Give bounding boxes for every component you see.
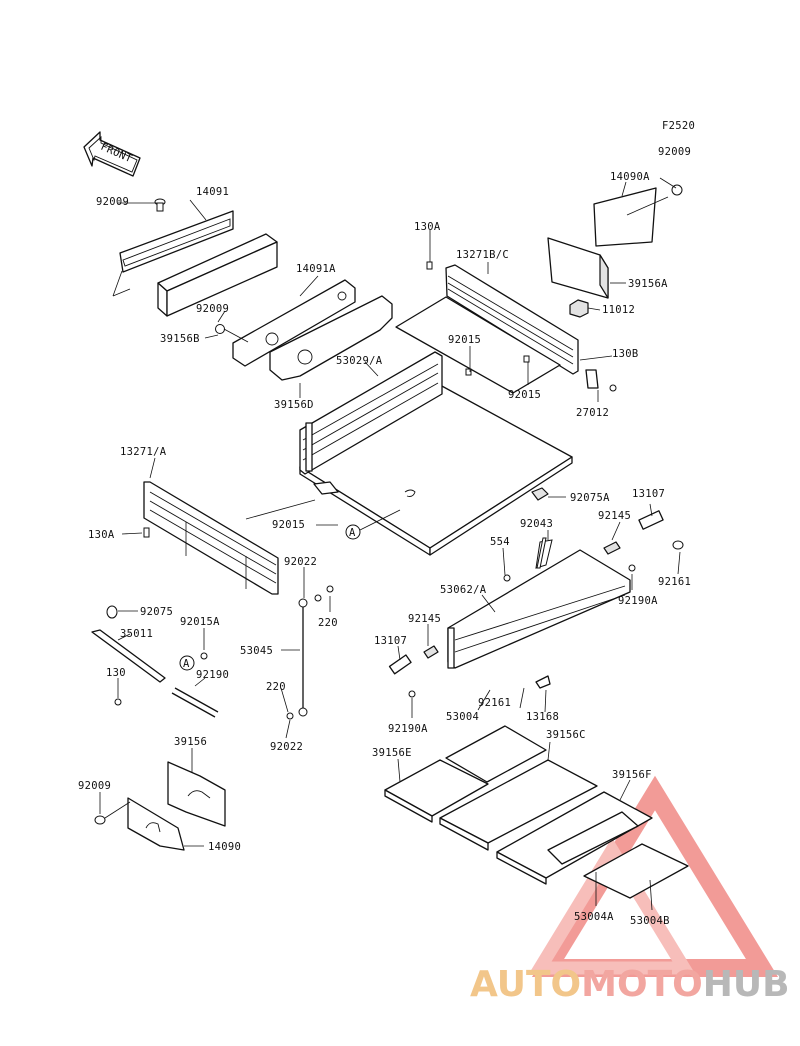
part-label: 92009 bbox=[96, 196, 129, 208]
part-label: 39156B bbox=[160, 333, 200, 345]
bolt-92009-mid bbox=[215, 324, 249, 343]
circle-marker-A-mid: A bbox=[345, 524, 361, 540]
part-label: 92145 bbox=[408, 613, 441, 625]
part-label: 11012 bbox=[602, 304, 635, 316]
part-label: 39156F bbox=[612, 769, 652, 781]
part-label: 130A bbox=[414, 221, 441, 233]
pad-39156-bottom bbox=[167, 761, 226, 827]
part-label: 130A bbox=[88, 529, 115, 541]
watermark-part-2: MOTO bbox=[581, 964, 703, 1005]
part-label: 53004B bbox=[630, 915, 670, 927]
watermark-part-3: HUB bbox=[703, 964, 790, 1005]
part-label: 92190 bbox=[196, 669, 229, 681]
watermark-part-1: AUTO bbox=[470, 964, 581, 1005]
circle-marker-A-left: A bbox=[179, 655, 195, 671]
part-label: 554 bbox=[490, 536, 510, 548]
part-label: 35011 bbox=[120, 628, 153, 640]
part-label: 92161 bbox=[478, 697, 511, 709]
part-label: 53062/A bbox=[440, 584, 487, 596]
mat-39156F bbox=[496, 791, 653, 885]
rear-gate-53062A bbox=[388, 487, 684, 698]
part-label: 14090A bbox=[610, 171, 650, 183]
front-arrow: FRONT bbox=[83, 131, 141, 177]
part-label: 92015A bbox=[180, 616, 220, 628]
part-label: 92043 bbox=[520, 518, 553, 530]
part-label: 53045 bbox=[240, 645, 273, 657]
side-panel-14091A bbox=[232, 279, 356, 367]
bracket-27012 bbox=[585, 369, 617, 392]
part-label: 13107 bbox=[632, 488, 665, 500]
part-label: 130B bbox=[612, 348, 639, 360]
part-label: 92190A bbox=[388, 723, 428, 735]
figure-code: F2520 bbox=[662, 120, 695, 132]
part-labels: F2520 92009 14090A 39156A 11012 130B 270… bbox=[78, 120, 695, 927]
block-11012 bbox=[569, 299, 589, 318]
part-label: 13271B/C bbox=[456, 249, 509, 261]
mat-53004 bbox=[445, 725, 547, 783]
part-label: 14091 bbox=[196, 186, 229, 198]
leader-lines bbox=[99, 177, 681, 911]
part-label: 130 bbox=[106, 667, 126, 679]
part-label: 92075 bbox=[140, 606, 173, 618]
side-panel-14091 bbox=[112, 210, 234, 297]
part-label: 14090 bbox=[208, 841, 241, 853]
mat-39156E bbox=[384, 759, 489, 823]
part-label: 92015 bbox=[508, 389, 541, 401]
part-label: 92009 bbox=[78, 780, 111, 792]
part-label: 92015 bbox=[272, 519, 305, 531]
part-label: 92022 bbox=[284, 556, 317, 568]
svg-text:A: A bbox=[349, 527, 356, 539]
cable-53045 bbox=[286, 585, 334, 720]
pad-39156-top-left bbox=[157, 233, 278, 317]
part-label: 53004 bbox=[446, 711, 479, 723]
svg-text:AUTOMOTOHUB: AUTOMOTOHUB bbox=[470, 964, 790, 1005]
part-label: 39156A bbox=[628, 278, 668, 290]
part-label: 39156D bbox=[274, 399, 314, 411]
side-panel-14090A bbox=[593, 184, 683, 247]
mat-53004A bbox=[547, 811, 639, 865]
cargo-bed-53029A bbox=[299, 351, 573, 556]
part-label: 92145 bbox=[598, 510, 631, 522]
side-gate-13271A bbox=[143, 481, 279, 595]
tailgate-13271BC bbox=[395, 261, 579, 394]
part-label: 92022 bbox=[270, 741, 303, 753]
panel-14090 bbox=[94, 797, 185, 851]
part-label: 92075A bbox=[570, 492, 610, 504]
pad-39156D bbox=[269, 295, 393, 381]
part-label: 39156C bbox=[546, 729, 586, 741]
part-label: 92015 bbox=[448, 334, 481, 346]
part-label: 13271/A bbox=[120, 446, 167, 458]
part-label: 92009 bbox=[196, 303, 229, 315]
part-label: 220 bbox=[266, 681, 286, 693]
part-label: 14091A bbox=[296, 263, 336, 275]
mat-53004B bbox=[583, 843, 689, 899]
part-label: 27012 bbox=[576, 407, 609, 419]
part-label: 13168 bbox=[526, 711, 559, 723]
part-label: 39156E bbox=[372, 747, 412, 759]
part-label: 13107 bbox=[374, 635, 407, 647]
part-label: 92161 bbox=[658, 576, 691, 588]
part-label: 39156 bbox=[174, 736, 207, 748]
part-label: 92190A bbox=[618, 595, 658, 607]
pad-39156A bbox=[547, 237, 609, 299]
mat-39156C bbox=[439, 759, 598, 851]
svg-text:A: A bbox=[183, 658, 190, 670]
rod-35011 bbox=[91, 605, 219, 718]
bolt-92009-left bbox=[154, 198, 166, 212]
part-label: 220 bbox=[318, 617, 338, 629]
watermark-text: AUTOMOTOHUB bbox=[470, 964, 790, 1005]
part-label: 53029/A bbox=[336, 355, 383, 367]
part-label: 92009 bbox=[658, 146, 691, 158]
part-label: 53004A bbox=[574, 911, 614, 923]
